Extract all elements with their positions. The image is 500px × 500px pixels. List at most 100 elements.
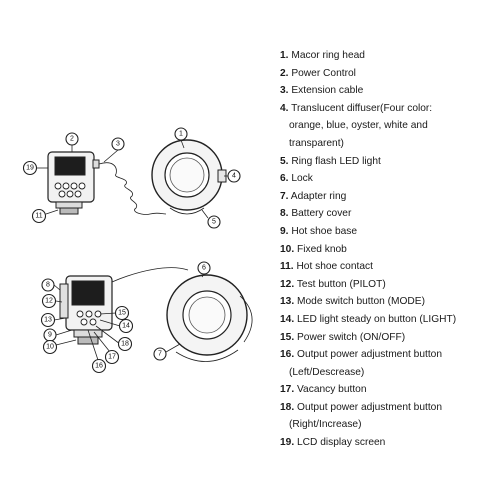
part-name: Battery cover — [291, 208, 352, 220]
callout-13: 13 — [40, 312, 56, 328]
part-name: LCD display screen — [297, 437, 386, 449]
parts-list-item: 7. Adapter ring — [280, 188, 498, 206]
part-label: 16. Output power adjustment button — [280, 346, 498, 364]
part-label: 17. Vacancy button — [280, 381, 498, 399]
part-label: 9. Hot shoe base — [280, 223, 498, 241]
parts-list-item: 5. Ring flash LED light — [280, 153, 498, 171]
callout-3: 3 — [111, 137, 125, 151]
part-name-continued: (Left/Descrease) — [289, 366, 365, 378]
part-number: 7. — [280, 190, 289, 202]
part-name: Test button (PILOT) — [296, 278, 386, 290]
part-number: 15. — [280, 331, 295, 343]
svg-text:5: 5 — [212, 219, 216, 226]
callout-9: 9 — [43, 328, 57, 342]
part-number: 4. — [280, 102, 289, 114]
parts-list-item: 11. Hot shoe contact — [280, 258, 498, 276]
svg-text:6: 6 — [202, 265, 206, 272]
product-diagram: 1 2 3 4 5 11 19 6 7 8 9 10 12 13 14 15 1… — [22, 127, 253, 374]
parts-list-item: 9. Hot shoe base — [280, 223, 498, 241]
svg-text:4: 4 — [232, 173, 236, 180]
svg-text:16: 16 — [95, 363, 103, 370]
part-name: Mode switch button (MODE) — [297, 296, 425, 308]
part-label: 13. Mode switch button (MODE) — [280, 293, 498, 311]
parts-list-item: 15. Power switch (ON/OFF) — [280, 329, 498, 347]
part-label: 14. LED light steady on button (LIGHT) — [280, 311, 498, 329]
part-name: Vacancy button — [297, 384, 367, 396]
callout-17: 17 — [104, 349, 120, 365]
parts-list-item: 14. LED light steady on button (LIGHT) — [280, 311, 498, 329]
callout-16: 16 — [91, 358, 107, 374]
parts-list-item: 17. Vacancy button — [280, 381, 498, 399]
extension-cable — [98, 162, 167, 215]
part-label: 5. Ring flash LED light — [280, 153, 498, 171]
part-number: 19. — [280, 437, 295, 449]
leader-lines — [36, 139, 228, 361]
svg-text:2: 2 — [70, 136, 74, 143]
callout-5: 5 — [207, 215, 221, 229]
part-number: 6. — [280, 173, 289, 185]
part-name: Ring flash LED light — [291, 155, 381, 167]
callout-12: 12 — [41, 293, 57, 309]
part-name: Lock — [291, 173, 313, 185]
part-label: 12. Test button (PILOT) — [280, 276, 498, 294]
part-label: 15. Power switch (ON/OFF) — [280, 329, 498, 347]
parts-list-item: 12. Test button (PILOT) — [280, 276, 498, 294]
extension-cable-rear — [111, 267, 189, 283]
part-label: 3. Extension cable — [280, 82, 498, 100]
callout-7: 7 — [153, 347, 167, 361]
part-name: Fixed knob — [297, 243, 347, 255]
parts-list-item: 4. Translucent diffuser(Four color: orang… — [280, 100, 498, 153]
callout-18: 18 — [117, 336, 133, 352]
part-name: Output power adjustment button — [297, 401, 442, 413]
part-name: Hot shoe base — [291, 225, 358, 237]
part-label: 1. Macor ring head — [280, 47, 498, 65]
top-assembly — [47, 139, 227, 215]
parts-list-item: 13. Mode switch button (MODE) — [280, 293, 498, 311]
parts-list-item: 18. Output power adjustment button(Right… — [280, 399, 498, 434]
parts-list-item: 1. Macor ring head — [280, 47, 498, 65]
svg-text:17: 17 — [108, 354, 116, 361]
part-name: Power switch (ON/OFF) — [297, 331, 406, 343]
callout-1: 1 — [174, 127, 188, 141]
svg-text:1: 1 — [179, 131, 183, 138]
part-number: 17. — [280, 384, 295, 396]
part-number: 1. — [280, 50, 289, 61]
svg-text:10: 10 — [46, 344, 54, 351]
callout-15: 15 — [114, 305, 130, 321]
svg-text:11: 11 — [35, 213, 42, 220]
part-number: 5. — [280, 155, 289, 167]
part-number: 16. — [280, 349, 295, 361]
part-name-continued: orange, blue, oyster, white and — [289, 120, 428, 132]
svg-text:18: 18 — [121, 341, 129, 348]
callout-6: 6 — [197, 261, 211, 275]
part-name: LED light steady on button (LIGHT) — [297, 313, 457, 325]
parts-list-item: 6. Lock — [280, 170, 498, 188]
part-name: Output power adjustment button — [297, 349, 442, 361]
part-label: 6. Lock — [280, 170, 498, 188]
part-number: 11. — [280, 261, 294, 273]
parts-list-item: 16. Output power adjustment button (Left/… — [280, 346, 498, 381]
callout-14: 14 — [118, 318, 134, 334]
svg-text:3: 3 — [116, 141, 120, 148]
callout-8: 8 — [41, 278, 55, 292]
callout-4: 4 — [227, 169, 241, 183]
part-label: 11. Hot shoe contact — [280, 258, 498, 276]
bottom-assembly — [59, 267, 253, 362]
parts-list-item: 8. Battery cover — [280, 205, 498, 223]
part-name: Adapter ring — [290, 190, 347, 202]
part-label: 2. Power Control — [280, 65, 498, 83]
part-number: 10. — [280, 243, 295, 255]
callouts: 1 2 3 4 5 11 19 6 7 8 9 10 12 13 14 15 1… — [22, 127, 241, 374]
svg-text:9: 9 — [48, 332, 52, 339]
svg-text:8: 8 — [46, 282, 50, 289]
callout-19: 19 — [22, 160, 38, 176]
part-name: Translucent diffuser(Four color: — [291, 102, 433, 114]
power-control-unit-rear — [59, 275, 113, 345]
parts-list-item: 19. LCD display screen — [280, 434, 498, 452]
svg-text:13: 13 — [44, 317, 52, 324]
part-label: 4. Translucent diffuser(Four color: — [280, 100, 498, 118]
part-number: 2. — [280, 67, 289, 79]
svg-text:15: 15 — [118, 310, 126, 317]
svg-text:7: 7 — [158, 351, 162, 358]
